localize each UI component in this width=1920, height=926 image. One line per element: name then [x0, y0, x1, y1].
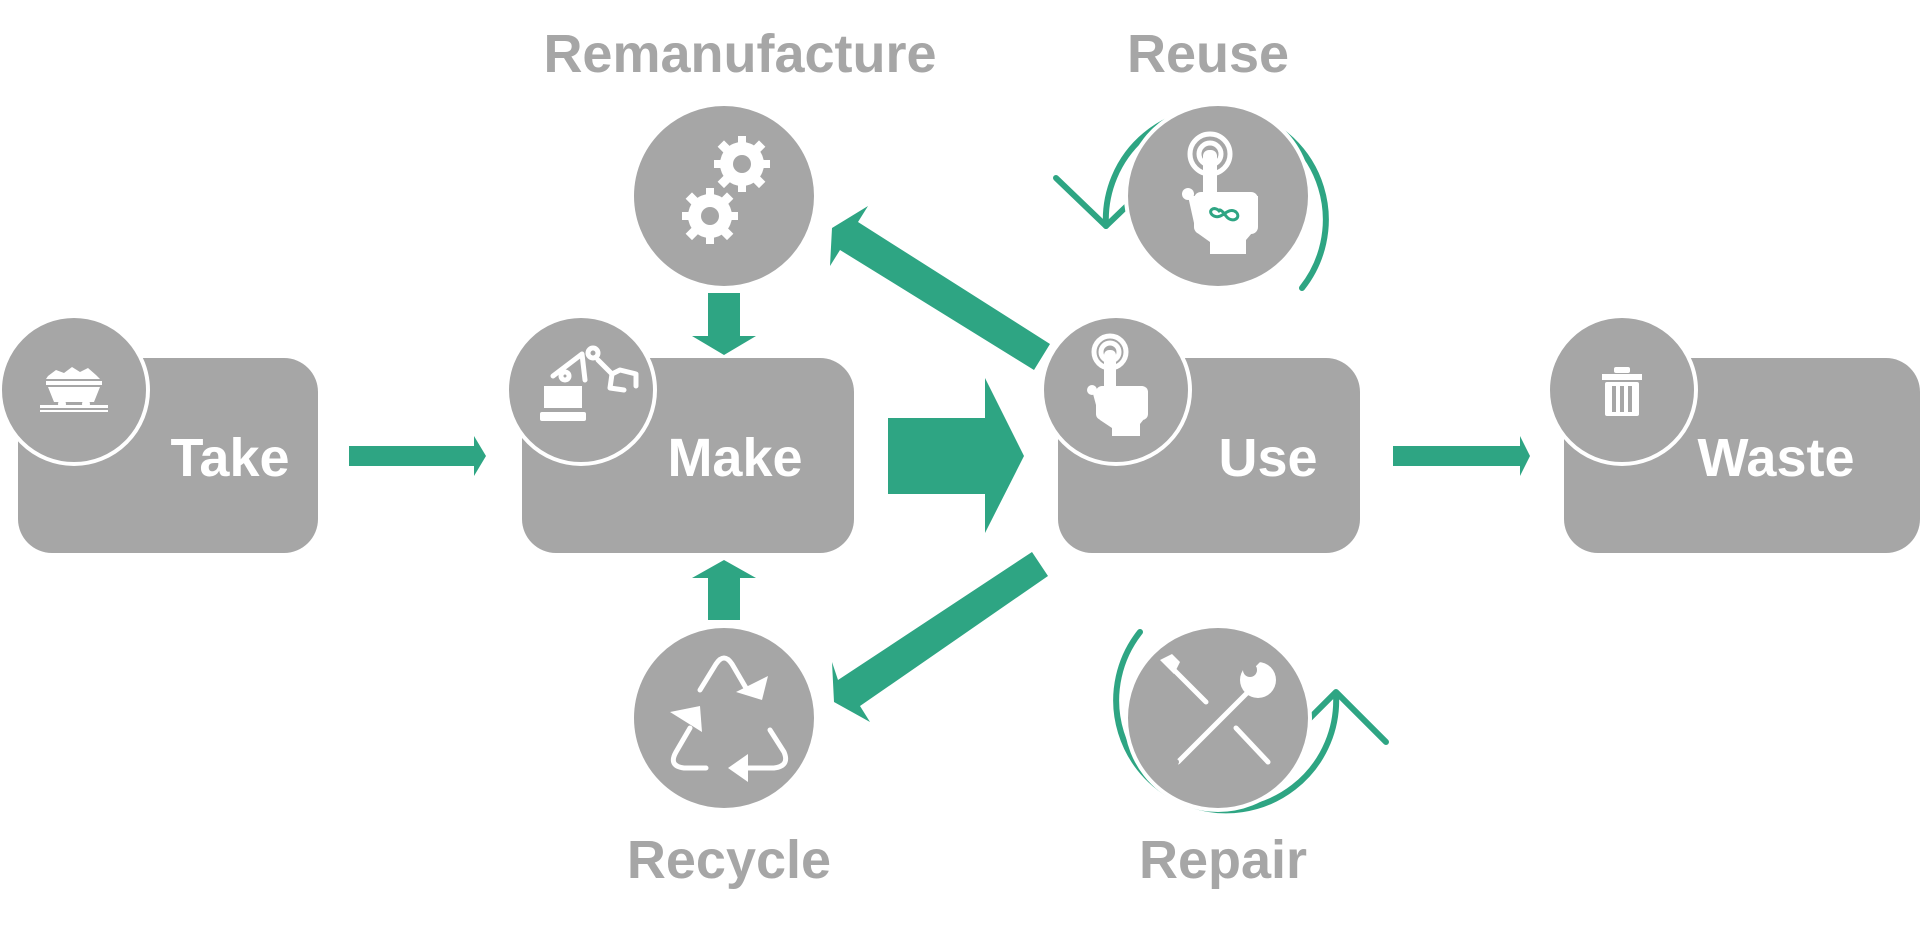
waste-node [1546, 314, 1698, 466]
touch-hand-infinity-icon [1182, 131, 1258, 254]
recycle-node [630, 624, 818, 812]
remanufacture-label: Remanufacture [543, 24, 936, 84]
make-to-use-arrow [888, 378, 1024, 533]
take-label: Take [170, 428, 289, 488]
ore-cart-icon [40, 367, 108, 412]
recycle-to-make-arrow [692, 560, 756, 620]
take-to-make-arrow [349, 436, 486, 476]
use-to-recycle-arrow [832, 552, 1048, 722]
make-node [505, 314, 657, 466]
trash-bin-icon [1602, 367, 1642, 416]
remanufacture-to-make-arrow [692, 293, 756, 355]
reuse-node [1124, 102, 1312, 290]
use-label: Use [1218, 428, 1317, 488]
take-node [0, 314, 150, 466]
recycle-icon [670, 655, 789, 782]
use-to-remanufacture-arrow [830, 206, 1050, 370]
wrench-screwdriver-icon [1160, 654, 1276, 765]
remanufacture-node [630, 102, 818, 290]
make-label: Make [667, 428, 802, 488]
touch-hand-icon [1087, 333, 1148, 436]
repair-label: Repair [1139, 830, 1307, 890]
repair-node [1124, 624, 1312, 812]
use-node [1040, 314, 1192, 466]
waste-label: Waste [1697, 428, 1854, 488]
use-to-waste-arrow [1393, 436, 1530, 476]
reuse-label: Reuse [1127, 24, 1289, 84]
robot-arm-icon [540, 345, 639, 421]
recycle-label: Recycle [627, 830, 831, 890]
